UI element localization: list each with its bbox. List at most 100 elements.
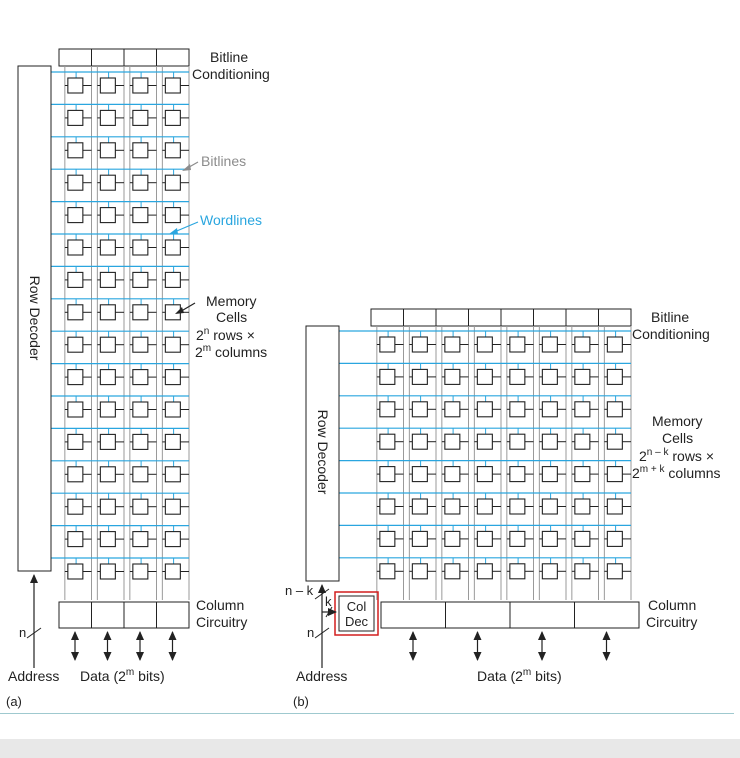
- column-circuitry-b: [380, 601, 640, 629]
- memory-cell: [164, 336, 181, 353]
- memory-cell: [132, 531, 149, 548]
- conditioning-cell: [123, 48, 157, 67]
- memory-cell: [379, 530, 396, 547]
- rows-label-a: 2n rows ×: [196, 326, 255, 343]
- col-dec-label-1: Col: [347, 599, 367, 614]
- panel-b: Row Decoder Bitline Conditioning Memory …: [285, 308, 721, 709]
- memory-cell: [541, 530, 558, 547]
- memory-cell: [67, 271, 84, 288]
- separator-line: [0, 713, 734, 714]
- memory-cell: [606, 433, 623, 450]
- col-dec-box: [338, 595, 375, 632]
- memory-cell: [164, 239, 181, 256]
- memory-cell: [67, 498, 84, 515]
- memory-cell: [99, 563, 116, 580]
- memory-cell: [476, 433, 493, 450]
- memory-cell: [444, 368, 461, 385]
- memory-cell: [509, 433, 526, 450]
- memory-cell: [411, 498, 428, 515]
- memory-cell: [411, 563, 428, 580]
- memory-cell: [132, 109, 149, 126]
- column-circuit-cell: [58, 601, 92, 629]
- memory-cells-label-a-1: Memory: [206, 293, 257, 309]
- bitline-conditioning-b: [370, 308, 632, 327]
- memory-cell: [164, 466, 181, 483]
- memory-cell: [67, 174, 84, 191]
- memory-cell: [509, 466, 526, 483]
- memory-cell: [99, 77, 116, 94]
- memory-cell: [541, 401, 558, 418]
- memory-cell: [99, 336, 116, 353]
- memory-cell: [444, 466, 461, 483]
- memory-cell: [164, 531, 181, 548]
- memory-cell: [67, 466, 84, 483]
- memory-cell: [411, 466, 428, 483]
- memory-cell: [132, 498, 149, 515]
- column-circuit-cell: [380, 601, 446, 629]
- memory-cell: [164, 77, 181, 94]
- memory-cell: [379, 336, 396, 353]
- memory-cell: [606, 563, 623, 580]
- memory-cell: [99, 174, 116, 191]
- memory-cell: [164, 401, 181, 418]
- memory-cell: [606, 466, 623, 483]
- memory-cell: [99, 142, 116, 159]
- memory-cell: [132, 369, 149, 386]
- k-slash-b: [325, 606, 333, 618]
- data-label-a: Data (2m bits): [80, 667, 165, 684]
- memory-cell: [67, 207, 84, 224]
- memory-cell: [132, 563, 149, 580]
- address-label-b: Address: [296, 668, 347, 684]
- memory-cell: [509, 498, 526, 515]
- row-decoder-a: [17, 65, 52, 572]
- conditioning-cell: [435, 308, 469, 327]
- bitline-conditioning-label-a: Bitline: [210, 49, 248, 65]
- row-decoder-label-b: Row Decoder: [315, 410, 331, 495]
- column-circuit-cell: [91, 601, 125, 629]
- conditioning-cell: [91, 48, 125, 67]
- memory-cell: [132, 304, 149, 321]
- conditioning-cell: [58, 48, 92, 67]
- memory-cell: [67, 563, 84, 580]
- column-circuitry-label-b-1: Column: [648, 597, 696, 613]
- memory-cell: [379, 498, 396, 515]
- memory-cell: [164, 563, 181, 580]
- memory-cell: [476, 530, 493, 547]
- memory-cell: [379, 433, 396, 450]
- row-decoder-label-a: Row Decoder: [27, 276, 43, 361]
- memory-cell: [379, 368, 396, 385]
- memory-cells-label-a-2: Cells: [216, 309, 247, 325]
- memory-cell: [132, 239, 149, 256]
- n-slash-b: [314, 627, 330, 639]
- memory-cells-label-b-1: Memory: [652, 413, 703, 429]
- memory-cell: [164, 142, 181, 159]
- memory-cell: [99, 433, 116, 450]
- memory-cell: [164, 433, 181, 450]
- memory-cell: [476, 498, 493, 515]
- column-circuit-cell: [123, 601, 157, 629]
- memory-cells-label-b-2: Cells: [662, 430, 693, 446]
- footer-bar: [0, 739, 740, 758]
- conditioning-cell: [403, 308, 437, 327]
- k-label: k: [325, 594, 332, 609]
- memory-cell: [444, 433, 461, 450]
- memory-cell: [574, 498, 591, 515]
- column-circuit-cell: [574, 601, 640, 629]
- memory-cell: [574, 563, 591, 580]
- memory-cell: [509, 530, 526, 547]
- memory-cell: [411, 336, 428, 353]
- memory-cell: [67, 239, 84, 256]
- memory-cell: [444, 530, 461, 547]
- memory-cell: [379, 466, 396, 483]
- memory-cell: [476, 368, 493, 385]
- memory-cell: [99, 109, 116, 126]
- column-circuit-cell: [445, 601, 511, 629]
- memory-cell: [411, 368, 428, 385]
- bitline-conditioning-label-b-2: Conditioning: [632, 326, 710, 342]
- memory-cell: [164, 207, 181, 224]
- conditioning-cell: [156, 48, 190, 67]
- memory-cell: [164, 174, 181, 191]
- address-slash-a: [26, 627, 42, 639]
- memory-cell: [574, 368, 591, 385]
- memory-cell: [541, 498, 558, 515]
